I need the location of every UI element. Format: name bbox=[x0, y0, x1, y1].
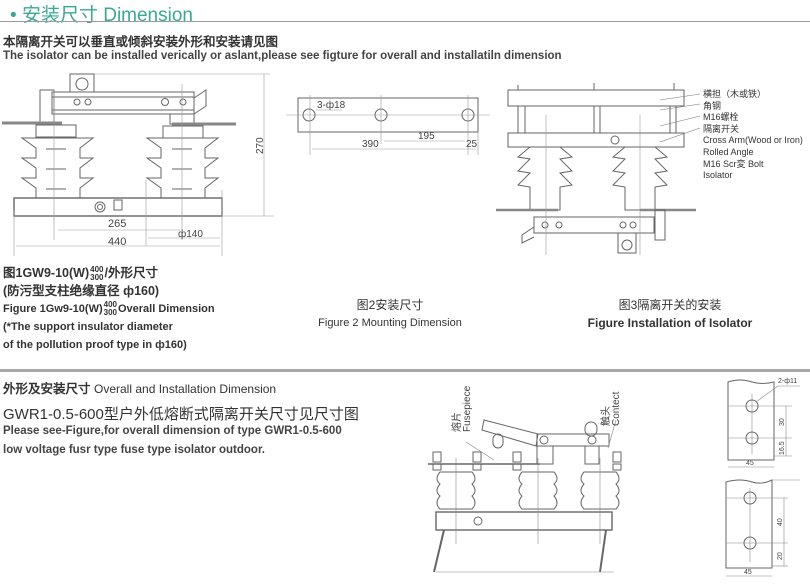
dim-holes: 3-ф18 bbox=[317, 99, 346, 111]
header-divider bbox=[0, 21, 810, 22]
detail-b-dim-20: 20 bbox=[777, 552, 784, 560]
label-bolt-cn: M16螺栓 bbox=[703, 112, 739, 123]
figure1-drawing: 265 ф140 440 270 bbox=[2, 73, 274, 256]
intro-en: The isolator can be installed verically … bbox=[3, 50, 562, 62]
detail-a-holes: 2-ф11 bbox=[778, 378, 797, 385]
label-isolator-en: Isolator bbox=[703, 170, 733, 181]
label-bolt-en: M16 Scr変 Bolt bbox=[703, 158, 764, 169]
fuse-handle bbox=[481, 419, 539, 447]
plate-a bbox=[727, 379, 775, 461]
figure3-caption-cn: 图3隔离开关的安装 bbox=[618, 298, 722, 312]
figure2-drawing: 3-ф18 195 390 25 bbox=[286, 95, 490, 155]
dim-390: 390 bbox=[362, 139, 379, 150]
detail-a-width: 45 bbox=[746, 460, 754, 467]
detail-a-dim-30: 30 bbox=[779, 418, 786, 426]
contact-label-en: Contect bbox=[611, 391, 622, 426]
label-cross-arm-cn: 横担（木或铁） bbox=[703, 89, 767, 99]
top-bracket bbox=[69, 73, 95, 93]
section2-desc-line1: Please see-Figure,for overall dimension … bbox=[3, 425, 342, 437]
detail-b-dim-40: 40 bbox=[777, 518, 784, 526]
detail-b-width: 45 bbox=[744, 569, 752, 576]
detail-b-drawing: 40 20 45 bbox=[725, 479, 800, 577]
fusepiece-label-cn: 熔片 bbox=[450, 412, 463, 432]
figure3-caption-en: Figure Installation of Isolator bbox=[587, 316, 753, 330]
figure1-caption-en-line3: of the pollution proof type in ф160) bbox=[3, 339, 187, 351]
dim-140: ф140 bbox=[178, 228, 203, 240]
base-channel bbox=[435, 511, 613, 531]
section2-heading: 外形及安装尺寸 Overall and Installation Dimensi… bbox=[3, 382, 277, 396]
cross-arm bbox=[507, 89, 685, 107]
section2-model-title: GWR1-0.5-600型户外低熔断式隔离开关尺寸见尺寸图 bbox=[3, 406, 359, 423]
dim-195: 195 bbox=[418, 131, 435, 142]
title-bullet: • bbox=[10, 5, 17, 26]
figure4-drawing: 熔片 Fusepiece 触头 Contect bbox=[428, 385, 622, 573]
figure1-caption-cn-line2: (防污型支柱绝缘直径 ф160) bbox=[3, 284, 160, 298]
contact-label-cn: 触头 bbox=[599, 406, 612, 426]
section2-desc-line2: low voltage fusr type fuse type isolator… bbox=[3, 444, 265, 456]
plate-b bbox=[725, 479, 773, 569]
figure3-drawing bbox=[496, 83, 696, 255]
intro-cn: 本隔离开关可以垂直或倾斜安装外形和安装请见图 bbox=[3, 35, 279, 49]
figure3-labels: 横担（木或铁） 角钢 M16螺栓 隔离开关 Cross Arm(Wood or … bbox=[703, 89, 803, 182]
dim-265: 265 bbox=[108, 218, 126, 230]
dim-440: 440 bbox=[108, 236, 126, 248]
figure1-caption-en-line2: (*The support insulator diameter bbox=[3, 321, 173, 333]
base-channel bbox=[13, 197, 223, 217]
section-divider bbox=[0, 369, 810, 372]
isolator-frame bbox=[507, 132, 685, 148]
label-rolled-angle-cn: 角钢 bbox=[703, 100, 722, 111]
figure2-caption-cn: 图2安装尺寸 bbox=[356, 298, 424, 312]
blade-arm bbox=[51, 91, 195, 115]
dim-25: 25 bbox=[466, 139, 478, 150]
figure3-caption: 图3隔离开关的安装 Figure Installation of Isolato… bbox=[555, 296, 785, 330]
fusepiece-label-en: Fusepiece bbox=[462, 385, 473, 432]
top-bracket-hole bbox=[75, 77, 89, 91]
label-isolator-cn: 隔离开关 bbox=[703, 123, 740, 134]
section-title: • 安装尺寸 Dimension bbox=[10, 0, 193, 27]
figure3-leaders bbox=[659, 93, 701, 143]
label-cross-arm-en: Cross Arm(Wood or Iron) bbox=[703, 135, 803, 146]
dim-270: 270 bbox=[255, 137, 266, 154]
title-text: 安装尺寸 Dimension bbox=[21, 5, 193, 26]
terminal-bolts bbox=[432, 451, 622, 471]
detail-a-drawing: 2-ф11 30 16.5 45 bbox=[727, 378, 800, 468]
label-rolled-angle-en: Rolled Angle bbox=[703, 146, 754, 157]
figure2-caption-en: Figure 2 Mounting Dimension bbox=[318, 317, 462, 329]
figure2-caption: 图2安装尺寸 Figure 2 Mounting Dimension bbox=[290, 296, 490, 329]
detail-a-dim-16-5: 16.5 bbox=[779, 441, 786, 455]
